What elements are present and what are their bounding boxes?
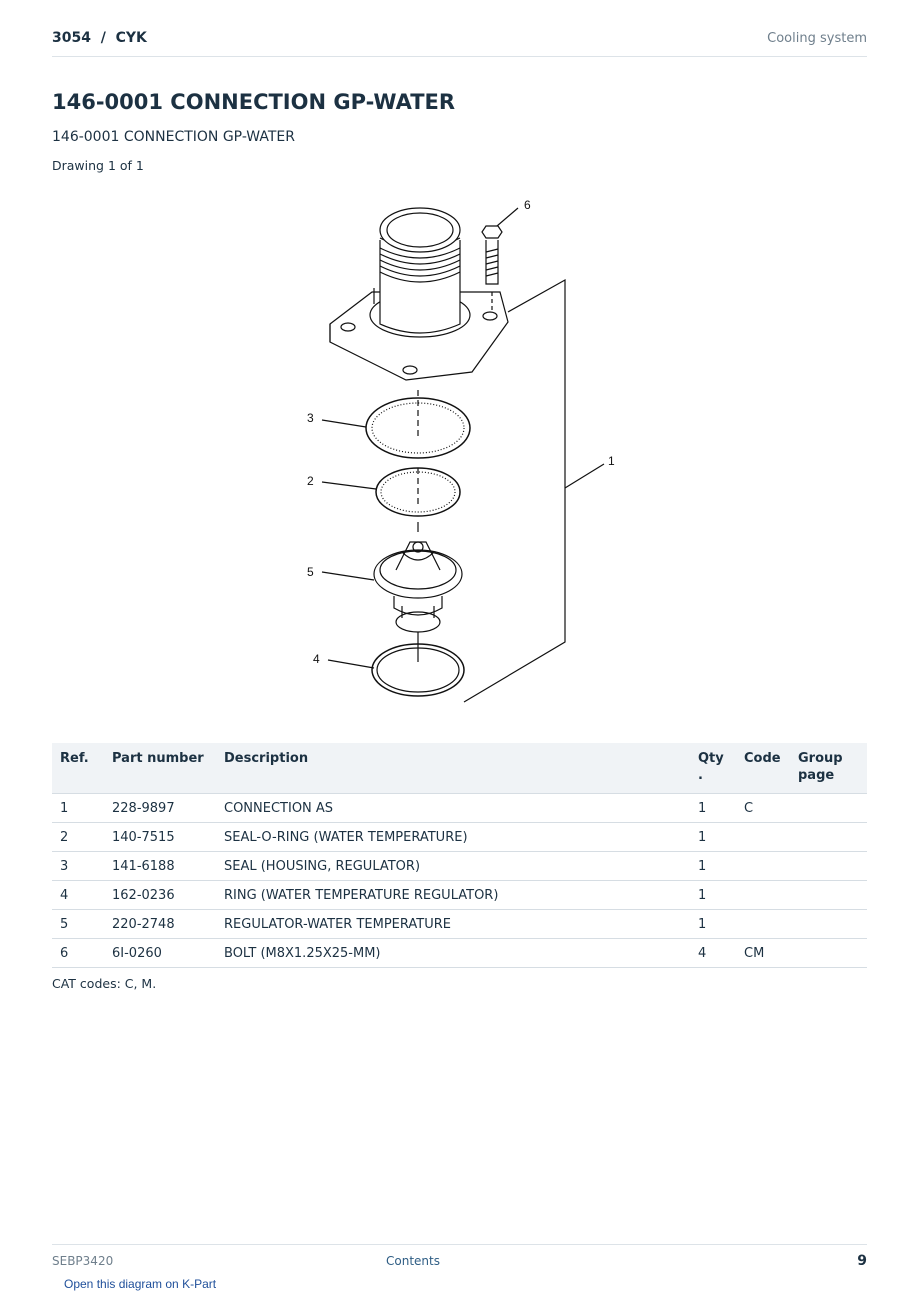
header-group-page: Group page [790, 743, 867, 794]
cell-part-number: 220-2748 [104, 909, 216, 939]
cell-group-page [790, 793, 867, 823]
cell-description: REGULATOR-WATER TEMPERATURE [216, 909, 690, 939]
cell-ref: 1 [52, 793, 104, 823]
cell-group-page [790, 909, 867, 939]
table-row: 3 141-6188 SEAL (HOUSING, REGULATOR) 1 [52, 851, 867, 881]
document-id: SEBP3420 [52, 1254, 114, 1268]
header-part-number: Part number [104, 743, 216, 794]
table-row: 2 140-7515 SEAL-O-RING (WATER TEMPERATUR… [52, 822, 867, 852]
cell-part-number: 141-6188 [104, 851, 216, 881]
page-subtitle: 146-0001 CONNECTION GP-WATER [52, 129, 295, 145]
cell-code [736, 909, 790, 939]
table-row: 4 162-0236 RING (WATER TEMPERATURE REGUL… [52, 880, 867, 910]
header-code: Code [736, 743, 790, 794]
callout-6: 6 [524, 198, 531, 212]
header-ref: Ref. [52, 743, 104, 794]
cell-part-number: 228-9897 [104, 793, 216, 823]
cell-group-page [790, 880, 867, 910]
cell-group-page [790, 822, 867, 852]
table-row: 5 220-2748 REGULATOR-WATER TEMPERATURE 1 [52, 909, 867, 939]
cell-description: CONNECTION AS [216, 793, 690, 823]
retaining-ring-4 [371, 643, 465, 697]
regulator [373, 549, 463, 599]
cell-description: SEAL (HOUSING, REGULATOR) [216, 851, 690, 881]
cell-qty: 1 [690, 851, 736, 881]
cell-description: RING (WATER TEMPERATURE REGULATOR) [216, 880, 690, 910]
callout-3: 3 [307, 411, 314, 425]
section-name: Cooling system [767, 31, 867, 46]
cell-group-page [790, 938, 867, 968]
cell-part-number: 6I-0260 [104, 938, 216, 968]
cell-ref: 2 [52, 822, 104, 852]
cell-part-number: 140-7515 [104, 822, 216, 852]
cell-description: SEAL-O-RING (WATER TEMPERATURE) [216, 822, 690, 852]
cell-ref: 4 [52, 880, 104, 910]
parts-diagram: 6 3 1 2 5 4 [307, 198, 615, 703]
contents-link[interactable]: Contents [386, 1254, 440, 1268]
drawing-count-label: Drawing 1 of 1 [52, 158, 144, 173]
page-footer: SEBP3420 Contents 9 [52, 1244, 867, 1275]
kpart-diagram-link[interactable]: Open this diagram on K-Part [64, 1277, 217, 1291]
cell-code [736, 822, 790, 852]
cat-codes-note: CAT codes: C, M. [52, 976, 157, 991]
header-qty: Qty . [690, 743, 736, 794]
table-row: 1 228-9897 CONNECTION AS 1 C [52, 793, 867, 823]
cell-code: C [736, 793, 790, 823]
cell-code: CM [736, 938, 790, 968]
callout-1: 1 [608, 454, 615, 468]
cell-group-page [790, 851, 867, 881]
cell-code [736, 851, 790, 881]
cell-qty: 1 [690, 909, 736, 939]
cell-part-number: 162-0236 [104, 880, 216, 910]
table-row: 6 6I-0260 BOLT (M8X1.25X25-MM) 4 CM [52, 938, 867, 968]
cell-ref: 6 [52, 938, 104, 968]
cell-description: BOLT (M8X1.25X25-MM) [216, 938, 690, 968]
page-number: 9 [857, 1253, 867, 1269]
housing-neck [379, 240, 461, 334]
cell-qty: 1 [690, 793, 736, 823]
cell-qty: 4 [690, 938, 736, 968]
header-description: Description [216, 743, 690, 794]
cell-ref: 3 [52, 851, 104, 881]
cell-code [736, 880, 790, 910]
seal-ring-3 [365, 397, 471, 459]
cell-qty: 1 [690, 822, 736, 852]
cell-ref: 5 [52, 909, 104, 939]
breadcrumb: 3054 / CYK [52, 30, 147, 46]
table-header-row: Ref. Part number Description Qty . Code … [52, 743, 867, 794]
callout-4: 4 [313, 652, 320, 666]
cell-qty: 1 [690, 880, 736, 910]
callout-2: 2 [307, 474, 314, 488]
parts-table: Ref. Part number Description Qty . Code … [52, 743, 867, 968]
bolt [481, 225, 503, 239]
page-header: 3054 / CYK Cooling system [52, 28, 867, 57]
page-title: 146-0001 CONNECTION GP-WATER [52, 90, 456, 114]
callout-5: 5 [307, 565, 314, 579]
